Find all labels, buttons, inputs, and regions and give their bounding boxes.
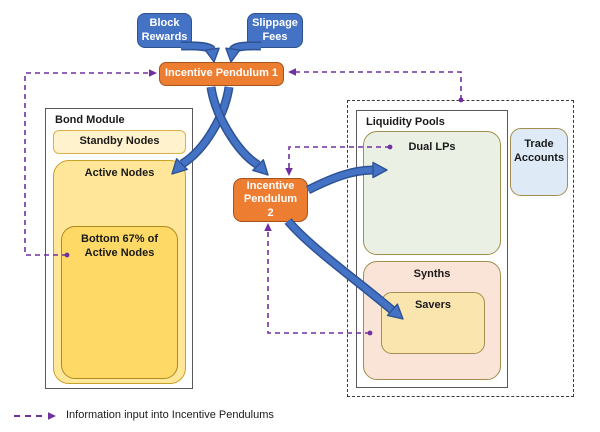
incentive-pendulum-1-label: Incentive Pendulum 1: [164, 67, 279, 80]
incentive-pendulum-2-label: Incentive Pendulum 2: [243, 180, 298, 219]
liquidity-pools-title: Liquidity Pools: [366, 116, 445, 128]
block-rewards-box: Block Rewards: [137, 13, 192, 48]
incentive-pendulum-2-box: Incentive Pendulum 2: [233, 178, 308, 222]
bottom-67-label: Bottom 67% of Active Nodes: [81, 233, 158, 259]
dual-lps-label: Dual LPs: [408, 141, 456, 153]
trade-accounts-box: Trade Accounts: [510, 128, 568, 196]
standby-nodes-label: Standby Nodes: [79, 135, 160, 148]
slippage-fees-box: Slippage Fees: [247, 13, 303, 48]
arrow-block-rewards-to-ip1: [180, 41, 220, 63]
savers-label: Savers: [414, 299, 452, 311]
synths-label: Synths: [413, 268, 451, 280]
dual-lps-box: Dual LPs: [363, 131, 501, 255]
incentive-pendulum-1-box: Incentive Pendulum 1: [159, 62, 284, 86]
active-nodes-label: Active Nodes: [84, 167, 155, 179]
arrow-ip1-to-ip2: [206, 86, 269, 176]
block-rewards-label: Block Rewards: [141, 17, 188, 43]
bottom-67-box: Bottom 67% of Active Nodes: [61, 226, 178, 379]
legend-dashed-arrow: [14, 412, 56, 420]
slippage-fees-label: Slippage Fees: [252, 17, 298, 43]
legend-label: Information input into Incentive Pendulu…: [66, 409, 274, 421]
arrow-slippage-fees-to-ip1: [225, 41, 262, 63]
standby-nodes-box: Standby Nodes: [53, 130, 186, 154]
trade-accounts-label: Trade Accounts: [513, 138, 565, 164]
bond-module-title: Bond Module: [55, 114, 125, 126]
info-liquidity-to-ip1: [288, 68, 464, 103]
savers-box: Savers: [381, 292, 485, 354]
